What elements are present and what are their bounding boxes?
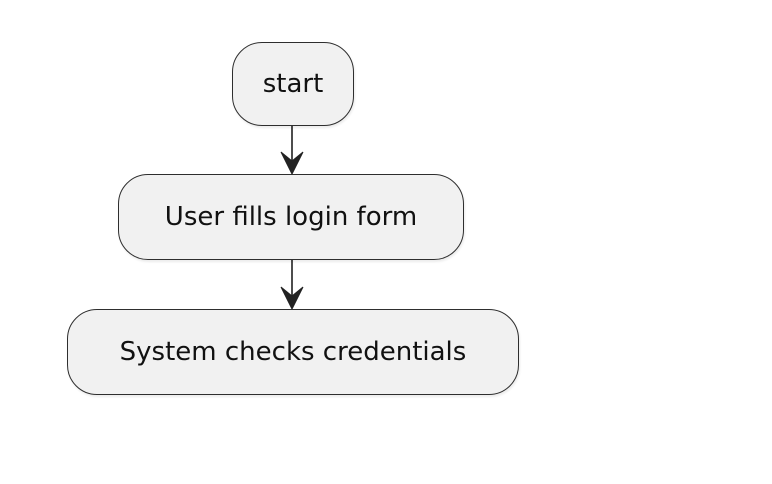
- node-start-label: start: [262, 69, 324, 99]
- arrow-fill-form-to-check-credentials: [280, 260, 304, 311]
- node-start: start: [232, 42, 354, 126]
- node-system-checks-credentials: System checks credentials: [67, 309, 519, 395]
- node-check-credentials-label: System checks credentials: [119, 337, 467, 367]
- node-fill-form-label: User fills login form: [164, 202, 418, 232]
- node-user-fills-login-form: User fills login form: [118, 174, 464, 260]
- arrow-head: [280, 151, 304, 176]
- arrow-start-to-fill-form: [280, 126, 304, 176]
- arrow-head: [280, 286, 304, 311]
